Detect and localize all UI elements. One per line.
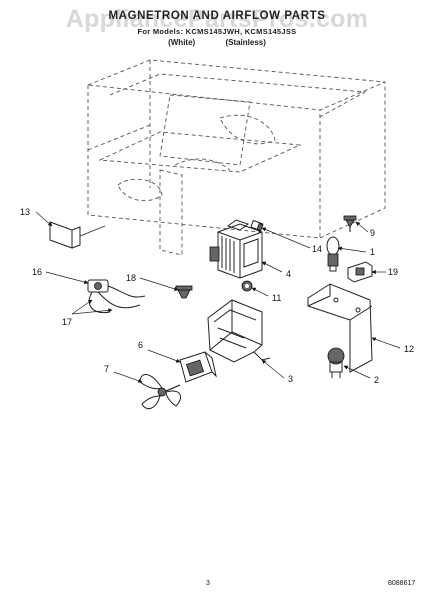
callout-3: 3 bbox=[288, 374, 293, 384]
callout-16: 16 bbox=[32, 267, 42, 277]
part-19-socket bbox=[347, 261, 373, 283]
document-number: 8088617 bbox=[388, 580, 416, 587]
part-7-fan-blade bbox=[139, 374, 182, 410]
page-number: 3 bbox=[206, 580, 210, 587]
variant-stainless: (Stainless) bbox=[225, 38, 266, 47]
part-6-fan-motor bbox=[179, 351, 217, 383]
callout-4: 4 bbox=[286, 269, 291, 279]
part-4-magnetron bbox=[209, 219, 263, 279]
part-16-thermostat bbox=[87, 279, 146, 314]
callout-labels: 13 16 17 18 14 4 11 1 9 19 12 2 3 6 7 bbox=[20, 207, 414, 385]
callout-11: 11 bbox=[272, 293, 281, 303]
callout-6: 6 bbox=[138, 340, 143, 350]
callout-2: 2 bbox=[374, 375, 379, 385]
part-12-bracket bbox=[307, 283, 373, 373]
part-2-socket bbox=[327, 347, 345, 378]
callout-13: 13 bbox=[20, 207, 30, 217]
variant-white: (White) bbox=[168, 38, 196, 47]
cavity-outline bbox=[87, 59, 386, 256]
part-3-air-duct bbox=[207, 299, 271, 363]
part-1-lamp bbox=[326, 236, 340, 272]
callout-9: 9 bbox=[370, 228, 375, 238]
leader-lines bbox=[35, 211, 401, 383]
watermark-text: AppliancePartsPros.com bbox=[65, 5, 369, 33]
callout-7: 7 bbox=[104, 364, 109, 374]
part-11-screw bbox=[241, 280, 253, 292]
callout-18: 18 bbox=[126, 273, 136, 283]
callout-17: 17 bbox=[62, 317, 72, 327]
callout-1: 1 bbox=[370, 247, 375, 257]
part-9-screw bbox=[343, 215, 357, 232]
callout-12: 12 bbox=[404, 344, 414, 354]
part-18-screw bbox=[175, 285, 193, 299]
callout-14: 14 bbox=[312, 244, 322, 254]
part-14-insulator bbox=[250, 219, 264, 232]
page-title: MAGNETRON AND AIRFLOW PARTS bbox=[108, 10, 326, 22]
callout-19: 19 bbox=[388, 267, 398, 277]
part-13-bracket bbox=[49, 221, 106, 249]
model-variants: (White) (Stainless) bbox=[0, 38, 434, 47]
models-line: For Models: KCMS145JWH, KCMS145JSS bbox=[137, 27, 297, 36]
